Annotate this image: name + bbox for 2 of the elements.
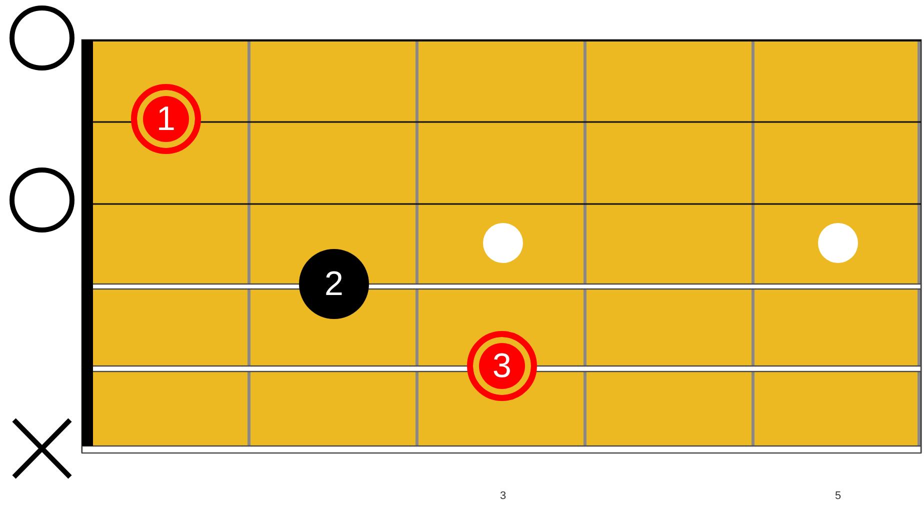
fret-number: 3 bbox=[500, 490, 506, 502]
fret-number: 5 bbox=[834, 490, 842, 502]
